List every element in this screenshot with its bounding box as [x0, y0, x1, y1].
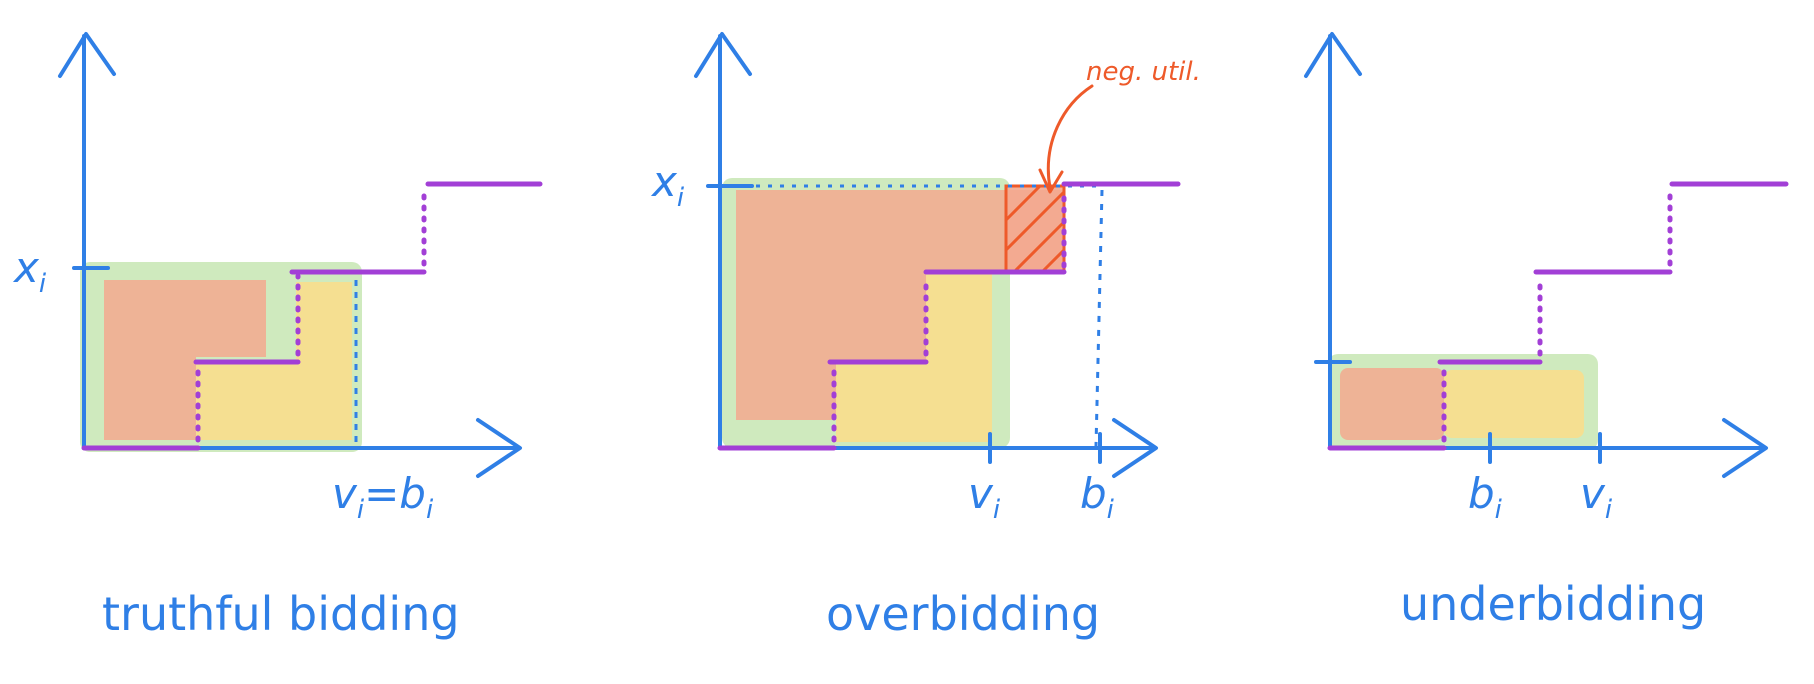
panel-caption: truthful bidding: [102, 587, 460, 641]
negative-utility-note: neg. util.: [1086, 57, 1201, 87]
x-axis-arrowhead: [1722, 418, 1768, 478]
utility-region: [836, 272, 992, 442]
vi-eq-bi-label: vi=bi: [332, 469, 434, 525]
y-axis-arrowhead: [694, 32, 752, 78]
x-axis-arrowhead: [1112, 418, 1158, 478]
allocation-step-function: [81, 181, 543, 451]
allocation-step-function: [717, 181, 1181, 451]
utility-region: [196, 282, 352, 440]
bi-label: bi: [1080, 469, 1115, 525]
xi-label: xi: [650, 157, 685, 213]
payment-region: [104, 280, 266, 440]
note-arrow: [1046, 84, 1094, 190]
panel-caption: overbidding: [826, 587, 1100, 641]
panel-underbidding: bi vi underbidding: [1304, 32, 1789, 631]
xi-label: xi: [12, 243, 47, 299]
utility-region: [1444, 370, 1584, 438]
panel-truthful: xi vi=bi truthful bidding: [12, 32, 543, 641]
allocation-step-function: [1327, 181, 1789, 451]
note-arrowhead: [1038, 168, 1064, 194]
y-axis-arrowhead: [1304, 32, 1362, 78]
panel-caption: underbidding: [1400, 577, 1706, 631]
vi-label: vi: [1580, 469, 1613, 525]
bi-dashed-line: [1094, 189, 1104, 447]
payment-region: [1340, 368, 1444, 440]
bi-label: bi: [1468, 469, 1503, 525]
x-axis-arrowhead: [476, 418, 522, 478]
payment-region: [736, 190, 1064, 420]
vi-label: vi: [968, 469, 1001, 525]
panel-overbidding: neg. util. xi vi bi overbidding: [650, 32, 1201, 641]
y-axis-arrowhead: [58, 32, 116, 78]
